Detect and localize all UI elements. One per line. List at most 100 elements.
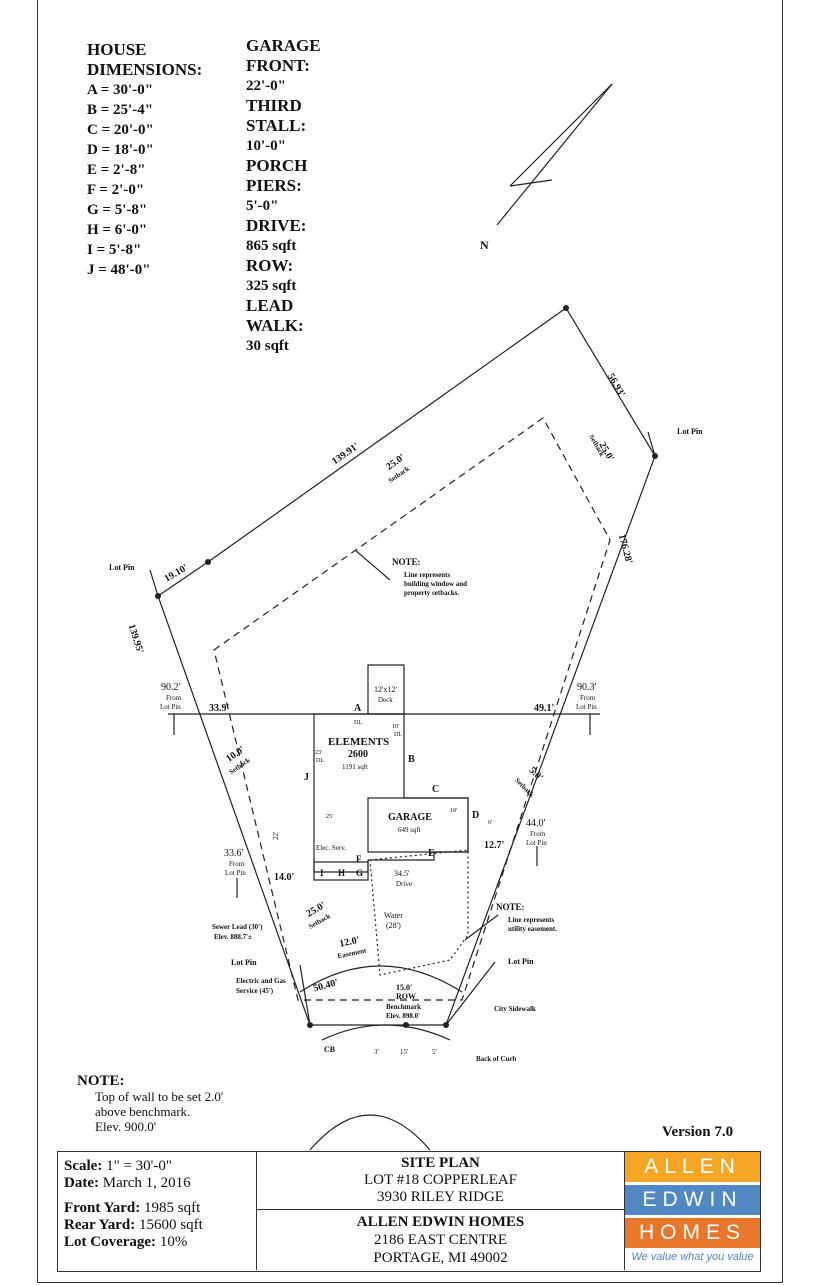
date-value: March 1, 2016: [102, 1175, 191, 1191]
house-dimensions-title: HOUSE: [87, 40, 147, 59]
company-box: ALLEN EDWIN HOMES 2186 EAST CENTRE PORTA…: [257, 1210, 624, 1267]
date-label: Date:: [64, 1175, 99, 1191]
lot-pin-label-se: Lot Pin: [508, 957, 534, 966]
city-sidewalk-label: City Sidewalk: [494, 1005, 536, 1013]
east-setback: 5.0': [526, 765, 545, 784]
plan-title-box: SITE PLAN LOT #18 COPPERLEAF 3930 RILEY …: [257, 1152, 624, 1210]
dim-23: 23': [315, 750, 322, 756]
house-model: 2600: [348, 749, 368, 760]
benchmark-label: Benchmark: [386, 1003, 421, 1011]
bottom-note: NOTE: Top of wall to be set 2.0' above b…: [77, 1074, 224, 1135]
letter-i: I: [320, 868, 324, 878]
water-length: (28'): [386, 921, 401, 930]
rear-yard-label: Rear Yard:: [64, 1217, 136, 1233]
scale-row: Scale: 1" = 30'-0": [58, 1152, 256, 1175]
lot-boundary: [157, 307, 656, 1026]
lower-left-from: From: [229, 860, 245, 868]
easement-width: 12.0': [338, 935, 360, 950]
letter-d: D: [472, 810, 479, 821]
back-of-curb-label: Back of Curb: [476, 1055, 517, 1063]
lower-left-lot-pin: Lot Pin: [225, 869, 246, 877]
width-15: 15': [400, 1048, 408, 1056]
width-5: 5': [432, 1048, 437, 1056]
lot-coverage-label: Lot Coverage:: [64, 1234, 157, 1250]
setback-line: [213, 417, 611, 1001]
sewer-line2: Elev. 888.7'±: [214, 933, 252, 941]
bottom-note-line1: Top of wall to be set 2.0': [95, 1089, 224, 1104]
dim-6: 6': [488, 820, 492, 826]
letter-b: B: [408, 754, 415, 765]
left-from: From: [166, 694, 182, 702]
note1-line2: building window and: [404, 580, 467, 588]
garage-outline: [367, 797, 469, 853]
logo-word-allen: ALLEN: [625, 1152, 760, 1182]
letter-g: G: [356, 868, 363, 878]
garage-info-line: THIRD: [246, 96, 302, 115]
cb-label: CB: [324, 1045, 336, 1054]
west-short-length: 19.10': [163, 562, 191, 584]
house-dimensions-title-2: DIMENSIONS:: [87, 60, 203, 79]
garage-name: GARAGE: [388, 812, 432, 823]
house-dimension-item: I = 5'-8": [87, 242, 142, 258]
rear-lot-length: 139.91': [330, 441, 361, 468]
porch-f: [313, 861, 369, 881]
lower-left-offset: 14.0': [274, 872, 295, 883]
front-yard-row: Front Yard: 1985 sqft: [58, 1200, 256, 1217]
company-address-1: 2186 EAST CENTRE: [373, 1232, 508, 1248]
rear-yard-row: Rear Yard: 15600 sqft: [58, 1217, 256, 1234]
house-dimensions-list: A = 30'-0"B = 25'-4"C = 20'-0"D = 18'-0"…: [87, 80, 202, 280]
rear-yard-value: 15600 sqft: [139, 1217, 203, 1233]
street-arc-2: [321, 1024, 451, 1041]
benchmark-elev: Elev. 898.0': [386, 1012, 420, 1020]
garage-info-line: ROW:: [246, 256, 294, 275]
garage-sqft: 649 sqft: [398, 826, 421, 834]
lot-coverage-value: 10%: [159, 1234, 188, 1250]
house-name: ELEMENTS: [328, 736, 389, 748]
letter-j: J: [304, 772, 309, 783]
note2-title: NOTE:: [496, 902, 525, 912]
dim-10: 10': [392, 724, 399, 730]
house-dimension-item: D = 18'-0": [87, 142, 154, 158]
front-arc-length: 50.40': [312, 977, 339, 994]
deck-label: Deck: [378, 696, 393, 704]
deck-outline: [367, 664, 405, 715]
dim-18: 18': [450, 808, 457, 814]
garage-info-line: 10'-0": [246, 138, 286, 154]
row-width: 15.0': [396, 983, 412, 992]
garage-info-line: GARAGE: [246, 36, 321, 55]
lot-pin-label-sw: Lot Pin: [231, 958, 257, 967]
letter-e: E: [428, 848, 435, 859]
row-label: ROW: [396, 992, 416, 1001]
garage-info-line: PORCH: [246, 156, 308, 175]
garage-info-line: FRONT:: [246, 56, 310, 75]
street-arc: [299, 965, 463, 993]
lot-pin-label-w: Lot Pin: [109, 563, 135, 572]
left-offset: 33.9': [209, 703, 230, 714]
front-yard-value: 1985 sqft: [144, 1200, 201, 1216]
house-dimension-item: H = 6'-0": [87, 222, 148, 238]
house-dimensions-block: HOUSE DIMENSIONS: A = 30'-0"B = 25'-4"C …: [87, 40, 202, 280]
right-lower-from: From: [530, 830, 546, 838]
garage-info-line: 30 sqft: [246, 338, 289, 354]
version-label: Version 7.0: [662, 1124, 734, 1140]
deck-size: 12'x12': [374, 685, 397, 694]
scale-label: Scale:: [64, 1158, 103, 1174]
plan-title: SITE PLAN: [401, 1155, 480, 1171]
allen-edwin-logo: ALLEN EDWIN HOMES We value what you valu…: [625, 1152, 760, 1270]
elec-line1: Electric and Gas: [236, 977, 286, 985]
right-from: From: [580, 694, 596, 702]
garage-info-line: LEAD: [246, 296, 294, 315]
note1-line1: Line represents: [404, 571, 450, 579]
letter-h: H: [338, 868, 345, 878]
bottom-note-line2: above benchmark.: [95, 1104, 191, 1119]
title-block-center: SITE PLAN LOT #18 COPPERLEAF 3930 RILEY …: [257, 1152, 625, 1270]
right-offset: 49.1': [534, 703, 555, 714]
width-3: 3': [374, 1048, 379, 1056]
letter-a: A: [354, 703, 362, 714]
garage-info-line: 5'-0": [246, 198, 279, 214]
company-address-2: PORTAGE, MI 49002: [373, 1250, 508, 1266]
left-lot-pin: Lot Pin: [160, 703, 181, 711]
lot-coverage-row: Lot Coverage: 10%: [58, 1234, 256, 1251]
